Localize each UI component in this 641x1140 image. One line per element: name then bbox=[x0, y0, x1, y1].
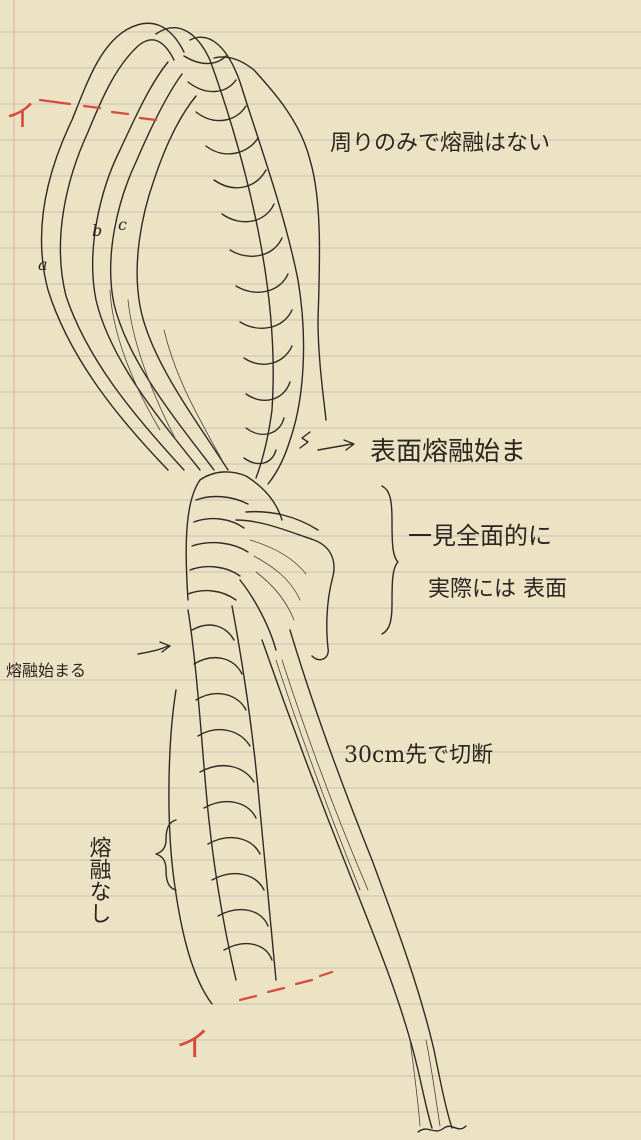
annotation-no-fusion: 熔融なし bbox=[86, 836, 112, 924]
annotation-fusion-start: 熔融始まる bbox=[6, 661, 86, 680]
strand-label-a: a bbox=[38, 255, 48, 274]
section-label-top: イ bbox=[6, 99, 36, 134]
braces bbox=[138, 432, 398, 890]
section-label-bottom: イ bbox=[176, 1025, 210, 1065]
twisted-rope-right bbox=[156, 28, 326, 484]
strand-label-c: c bbox=[118, 215, 127, 234]
tail-strand bbox=[262, 630, 466, 1132]
annotation-brace-line2: 実際には 表面 bbox=[428, 577, 567, 602]
twisted-rope-lower bbox=[169, 606, 276, 1004]
annotation-brace-line1: 一見全面的に bbox=[408, 522, 552, 550]
annotation-cut: 30cm先で切断 bbox=[344, 743, 493, 768]
annotation-top: 周りのみで熔融はない bbox=[330, 131, 550, 156]
annotation-surface-fusion: 表面熔融始ま bbox=[370, 437, 526, 467]
strand-label-b: b bbox=[92, 221, 102, 240]
rope-loop bbox=[42, 23, 228, 470]
